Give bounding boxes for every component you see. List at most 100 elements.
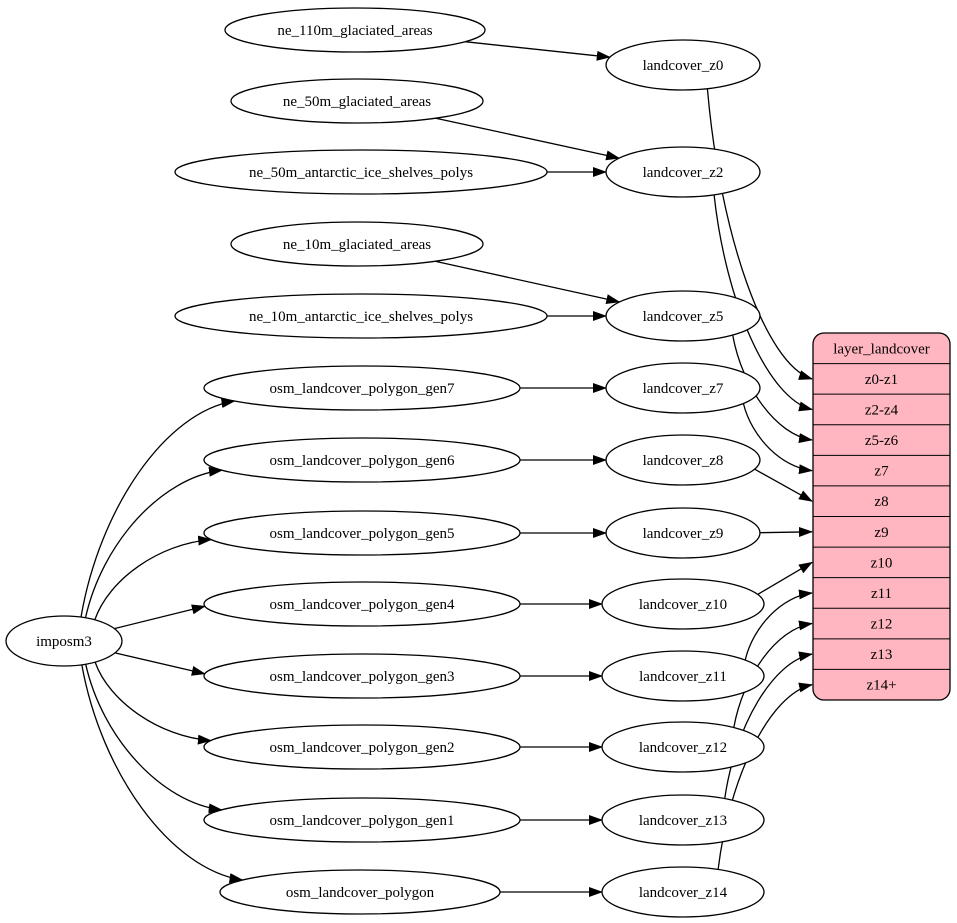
node-ellipse: [605, 146, 761, 198]
record-row-label-z7: z7: [874, 464, 889, 480]
node-label: landcover_z13: [639, 813, 727, 829]
record-row-label-z11: z11: [871, 586, 892, 602]
node-ellipse: [230, 78, 484, 124]
node-ellipse: [601, 578, 765, 630]
node-ellipse: [203, 437, 521, 483]
node-ne_110m_glaciated_areas: ne_110m_glaciated_areas: [224, 7, 486, 53]
node-label: osm_landcover_polygon_gen5: [270, 526, 455, 542]
node-ellipse: [203, 365, 521, 411]
edge-ne_10m_glaciated_areas-to-landcover_z5: [434, 260, 621, 304]
edge-imposm3-to-osm_landcover_polygon_gen2: [94, 661, 212, 745]
node-ellipse: [224, 7, 486, 53]
node-label: osm_landcover_polygon_gen7: [270, 381, 455, 397]
edge-landcover_z5-to-layer_landcover-z5-z6: [732, 334, 813, 444]
node-label: osm_landcover_polygon_gen6: [270, 453, 455, 469]
node-label: osm_landcover_polygon: [286, 885, 435, 901]
node-label: landcover_z7: [643, 381, 724, 397]
record-row-label-z5-z6: z5-z6: [865, 433, 899, 449]
record-row-label-z10: z10: [871, 555, 893, 571]
node-ellipse: [203, 510, 521, 556]
node-osm_landcover_polygon_gen4: osm_landcover_polygon_gen4: [203, 581, 521, 627]
node-landcover_z5: landcover_z5: [605, 290, 761, 342]
record-row-label-z2-z4: z2-z4: [865, 402, 899, 418]
nodes: imposm3 ne_110m_glaciated_areas ne_50m_gla…: [5, 7, 765, 918]
node-ellipse: [601, 794, 765, 846]
edge-landcover_z14-to-layer_landcover-z14+: [717, 682, 813, 870]
record-row-label-z0-z1: z0-z1: [865, 372, 898, 388]
node-ellipse: [203, 653, 521, 699]
edge-landcover_z12-to-layer_landcover-z12: [733, 620, 813, 728]
node-label: landcover_z0: [643, 58, 724, 74]
node-ellipse: [219, 869, 501, 915]
edge-imposm3-to-osm_landcover_polygon: [81, 664, 244, 884]
node-osm_landcover_polygon_gen3: osm_landcover_polygon_gen3: [203, 653, 521, 699]
record-row-label-z12: z12: [871, 617, 893, 633]
node-label: ne_110m_glaciated_areas: [277, 23, 432, 39]
record-title: layer_landcover: [833, 341, 930, 357]
node-ellipse: [174, 293, 548, 339]
record-row-label-z14plus: z14+: [866, 678, 896, 694]
node-ne_10m_antarctic_ice_shelves_polys: ne_10m_antarctic_ice_shelves_polys: [174, 293, 548, 339]
edge-landcover_z8-to-layer_landcover-z8: [754, 468, 813, 502]
node-label: imposm3: [36, 634, 92, 650]
edge-imposm3-to-osm_landcover_polygon_gen7: [80, 398, 236, 618]
node-label: landcover_z2: [643, 165, 724, 181]
edge-imposm3-to-osm_landcover_polygon_gen5: [94, 535, 213, 621]
node-osm_landcover_polygon_gen1: osm_landcover_polygon_gen1: [203, 797, 521, 843]
node-label: landcover_z14: [639, 885, 728, 901]
node-label: landcover_z8: [643, 453, 724, 469]
node-osm_landcover_polygon_gen6: osm_landcover_polygon_gen6: [203, 437, 521, 483]
node-ellipse: [601, 866, 765, 918]
node-osm_landcover_polygon: osm_landcover_polygon: [219, 869, 501, 915]
record-row-label-z8: z8: [874, 494, 888, 510]
record-row-label-z9: z9: [874, 525, 888, 541]
node-label: ne_10m_antarctic_ice_shelves_polys: [249, 309, 473, 325]
node-label: landcover_z9: [643, 526, 724, 542]
node-label: landcover_z5: [643, 309, 724, 325]
node-label: landcover_z10: [639, 597, 727, 613]
edge-landcover_z0-to-layer_landcover-z0-z1: [706, 88, 813, 380]
node-osm_landcover_polygon_gen5: osm_landcover_polygon_gen5: [203, 510, 521, 556]
edge-landcover_z9-to-layer_landcover-z9: [759, 527, 813, 538]
node-landcover_z11: landcover_z11: [601, 650, 765, 702]
node-ellipse: [230, 221, 484, 267]
node-label: osm_landcover_polygon_gen1: [270, 813, 455, 829]
node-label: ne_10m_glaciated_areas: [283, 237, 431, 253]
node-label: landcover_z12: [639, 740, 727, 756]
node-landcover_z7: landcover_z7: [605, 362, 761, 414]
record-row-label-z13: z13: [871, 647, 893, 663]
node-imposm3: imposm3: [5, 615, 123, 667]
edge-landcover_z10-to-layer_landcover-z10: [757, 561, 813, 595]
node-ellipse: [605, 434, 761, 486]
node-label: ne_50m_glaciated_areas: [283, 94, 431, 110]
node-ellipse: [605, 507, 761, 559]
node-label: landcover_z11: [639, 669, 727, 685]
node-landcover_z9: landcover_z9: [605, 507, 761, 559]
node-label: osm_landcover_polygon_gen3: [270, 669, 455, 685]
node-label: ne_50m_antarctic_ice_shelves_polys: [249, 165, 473, 181]
edge-imposm3-to-osm_landcover_polygon_gen6: [84, 466, 223, 618]
edge-landcover_z7-to-layer_landcover-z7: [742, 403, 813, 475]
node-ellipse: [605, 290, 761, 342]
node-landcover_z8: landcover_z8: [605, 434, 761, 486]
node-label: osm_landcover_polygon_gen4: [270, 597, 455, 613]
node-landcover_z10: landcover_z10: [601, 578, 765, 630]
node-ellipse: [203, 724, 521, 770]
node-ellipse: [203, 797, 521, 843]
edge-landcover_z13-to-layer_landcover-z13: [724, 651, 813, 799]
node-ellipse: [601, 650, 765, 702]
node-ellipse: [174, 149, 548, 195]
edge-imposm3-to-osm_landcover_polygon_gen3: [114, 652, 206, 676]
node-osm_landcover_polygon_gen2: osm_landcover_polygon_gen2: [203, 724, 521, 770]
edges: [80, 41, 813, 897]
node-landcover_z13: landcover_z13: [601, 794, 765, 846]
edge-landcover_z11-to-layer_landcover-z11: [744, 589, 813, 661]
node-landcover_z14: landcover_z14: [601, 866, 765, 918]
node-landcover_z2: landcover_z2: [605, 146, 761, 198]
edge-imposm3-to-osm_landcover_polygon_gen1: [85, 664, 223, 814]
node-landcover_z12: landcover_z12: [601, 721, 765, 773]
edge-ne_110m_glaciated_areas-to-landcover_z0: [464, 41, 611, 61]
node-landcover_z0: landcover_z0: [605, 39, 761, 91]
